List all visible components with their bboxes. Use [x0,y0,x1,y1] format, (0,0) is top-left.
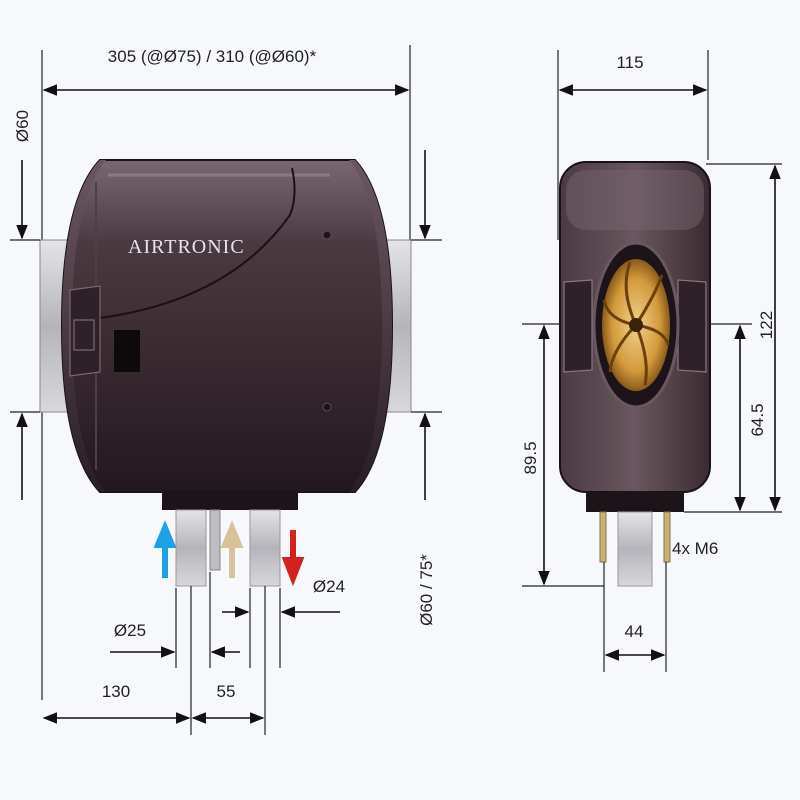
left-end-cap [62,160,106,492]
body-seam [99,167,296,319]
combustion-air-pipe [175,509,207,587]
fuel-in-arrow [220,520,244,578]
screw-bottom [322,402,332,412]
front-bracket-right [677,279,707,373]
mounting-plate [162,492,298,510]
exhaust-pipe [249,509,281,587]
width-label: 115 [616,53,643,72]
left-offset-label: 130 [102,682,130,701]
screw-top [322,230,332,240]
inner-height-label: 64.5 [748,403,767,436]
bolts-label: 4x M6 [672,539,718,558]
d24-label: Ø24 [313,577,345,596]
fan-hub [629,318,643,332]
connector-socket [114,330,140,372]
side-view: 305 (@Ø75) / 310 (@Ø60)* AIRTRONIC [10,45,442,735]
height-label: 122 [757,311,776,339]
exhaust-out-arrow [281,530,305,587]
front-view: 115 4x M6 89.5 [521,50,782,672]
bracket-slot [73,319,95,351]
fuel-pipe [209,509,221,571]
center-height-label: 89.5 [521,441,540,474]
front-bracket-left [563,279,593,373]
d25-label: Ø25 [114,621,146,640]
heater-body [60,159,394,493]
left-diameter-label: Ø60 [13,110,32,142]
bolt-spacing-label: 44 [625,622,644,641]
front-pipe [617,511,653,587]
bolt-left [599,511,607,563]
brand-label: AIRTRONIC [128,236,245,258]
bolt-right [663,511,671,563]
port-spacing-label: 55 [217,682,236,701]
front-mounting-plate [586,492,684,512]
front-body-highlight [566,170,704,230]
mounting-bracket-left [69,285,101,377]
right-diameter-label: Ø60 / 75* [417,554,436,626]
air-in-arrow [153,520,177,578]
overall-length-label: 305 (@Ø75) / 310 (@Ø60)* [108,47,317,66]
right-end-cap [349,160,392,492]
